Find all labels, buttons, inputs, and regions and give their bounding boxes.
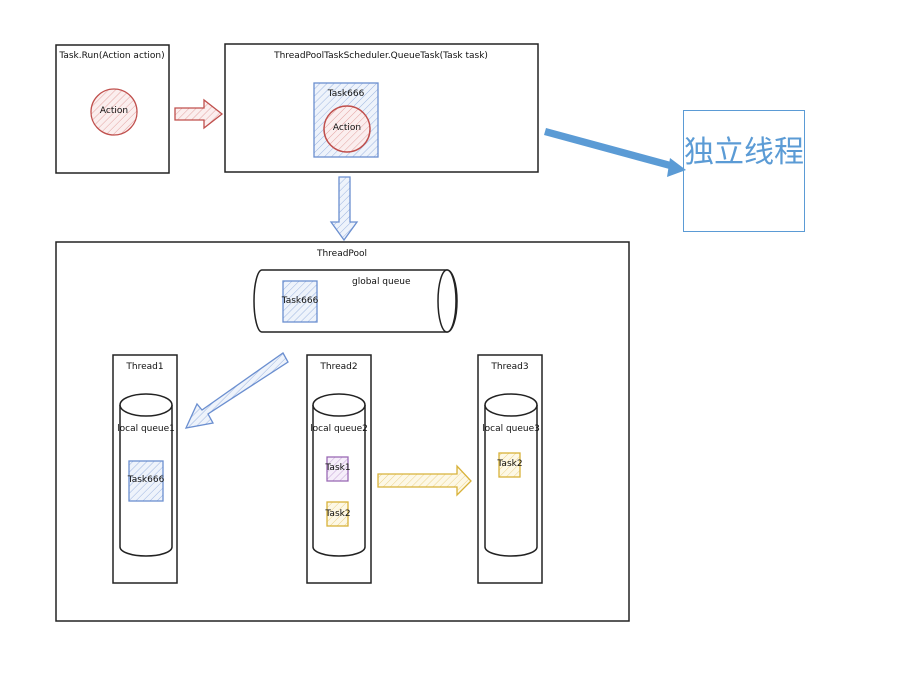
arrow-to-threadpool xyxy=(329,176,359,242)
arrow-thread2-to-thread3 xyxy=(377,464,472,497)
thread2-task2-label: Task2 xyxy=(325,509,351,519)
independent-thread-box: 独立线程 xyxy=(683,110,805,232)
local-queue3-cylinder xyxy=(484,393,538,557)
thread3-task2-box xyxy=(498,452,521,478)
thread1-title: Thread1 xyxy=(126,362,164,372)
thread2-title: Thread2 xyxy=(320,362,358,372)
arrow-head-blue xyxy=(667,158,686,177)
arrow-to-scheduler xyxy=(174,98,224,130)
thread3-task2-label: Task2 xyxy=(497,459,523,469)
scheduler-action-label: Action xyxy=(332,123,362,133)
thread3-box xyxy=(477,354,543,584)
scheduler-box xyxy=(224,43,539,173)
threadpool-title: ThreadPool xyxy=(316,249,368,259)
thread1-task-label: Task666 xyxy=(127,475,165,485)
local-queue3-label: local queue3 xyxy=(482,424,540,434)
scheduler-task-label: Task666 xyxy=(327,89,365,99)
scheduler-title: ThreadPoolTaskScheduler.QueueTask(Task t… xyxy=(274,51,488,61)
action-label: Action xyxy=(99,106,129,116)
action-circle xyxy=(90,88,138,136)
thread2-box xyxy=(306,354,372,584)
local-queue1-label: local queue1 xyxy=(117,424,175,434)
thread1-box xyxy=(112,354,178,584)
global-queue-task-label: Task666 xyxy=(281,296,319,306)
thread1-task666-box xyxy=(128,460,164,502)
global-queue-label: global queue xyxy=(352,277,411,287)
global-queue-cylinder-end xyxy=(437,269,457,333)
arrow-global-to-thread1 xyxy=(184,352,289,429)
thread2-task1-label: Task1 xyxy=(325,463,351,473)
thread2-task1-box xyxy=(326,456,349,482)
thread3-title: Thread3 xyxy=(491,362,529,372)
threadpool-box xyxy=(55,241,630,622)
global-queue-task666 xyxy=(282,280,318,323)
arrow-to-independent-thread-body xyxy=(544,128,675,170)
local-queue2-label: local queue2 xyxy=(310,424,368,434)
task-run-title: Task.Run(Action action) xyxy=(59,51,165,61)
action-circle-inner xyxy=(323,105,371,153)
thread2-task2-box xyxy=(326,501,349,527)
